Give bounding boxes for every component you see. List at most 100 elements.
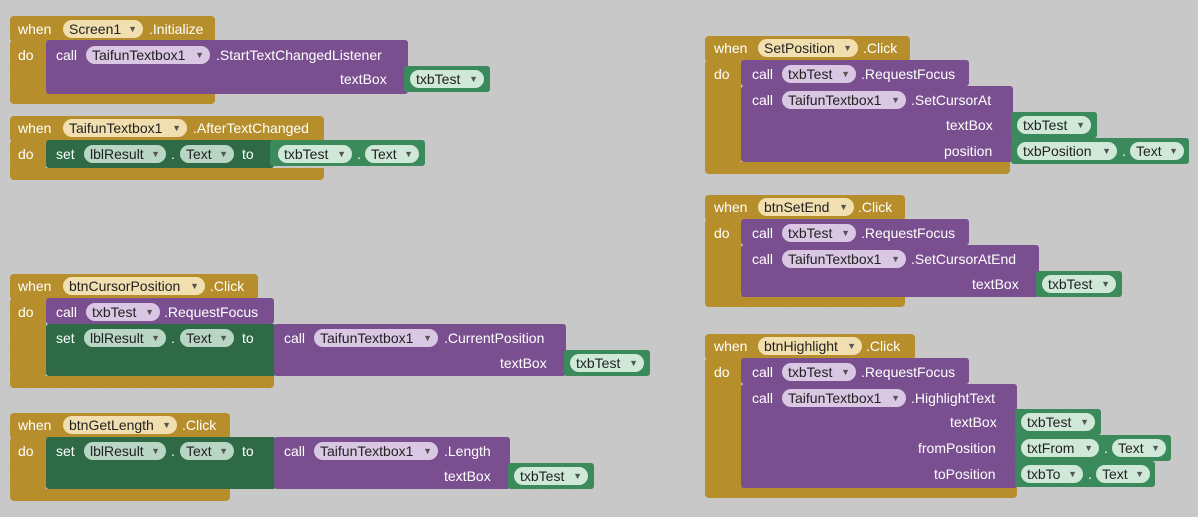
call-label: call [752, 390, 774, 406]
dropdown-arrow-icon: ▼ [1068, 469, 1077, 479]
call-block[interactable] [46, 298, 274, 324]
dropdown-arrow-icon: ▼ [839, 202, 848, 212]
component-dropdown[interactable]: txbTest▼ [514, 467, 588, 485]
event-name: .Click [858, 199, 893, 215]
component-dropdown[interactable]: txbTest▼ [570, 354, 644, 372]
component-dropdown[interactable]: SetPosition▼ [758, 39, 858, 57]
do-label: do [18, 146, 34, 162]
component-dropdown[interactable]: btnSetEnd▼ [758, 198, 854, 216]
dot-label: . [171, 330, 175, 346]
param-label: position [944, 143, 993, 159]
dropdown-arrow-icon: ▼ [1101, 279, 1110, 289]
dot-label: . [171, 146, 175, 162]
method-name: .Length [444, 443, 491, 459]
event-name: .AfterTextChanged [193, 120, 309, 136]
component-dropdown[interactable]: Screen1▼ [63, 20, 143, 38]
param-label: textBox [500, 355, 547, 371]
when-label: when [18, 278, 52, 294]
event-name: .Click [210, 278, 245, 294]
method-name: .CurrentPosition [444, 330, 545, 346]
dropdown-arrow-icon: ▼ [629, 358, 638, 368]
when-label: when [714, 199, 748, 215]
component-dropdown[interactable]: txbTest▼ [278, 145, 352, 163]
call-label: call [752, 92, 774, 108]
property-dropdown[interactable]: Text▼ [180, 442, 234, 460]
event-name: .Click [866, 338, 901, 354]
call-label: call [56, 304, 78, 320]
component-dropdown[interactable]: txbPosition▼ [1017, 142, 1117, 160]
dropdown-arrow-icon: ▼ [1151, 443, 1160, 453]
method-name: .RequestFocus [861, 225, 956, 241]
event-name: .Click [182, 417, 217, 433]
dropdown-arrow-icon: ▼ [891, 95, 900, 105]
method-name: .SetCursorAt [911, 92, 992, 108]
dropdown-arrow-icon: ▼ [423, 333, 432, 343]
call-label: call [752, 251, 774, 267]
dropdown-arrow-icon: ▼ [843, 43, 852, 53]
target-dropdown[interactable]: lblResult▼ [84, 442, 166, 460]
dropdown-arrow-icon: ▼ [145, 307, 154, 317]
dot-label: . [357, 146, 361, 162]
dropdown-arrow-icon: ▼ [847, 341, 856, 351]
component-dropdown[interactable]: txbTo▼ [1021, 465, 1083, 483]
when-label: when [18, 120, 52, 136]
component-dropdown[interactable]: txbTest▼ [782, 363, 856, 381]
dropdown-arrow-icon: ▼ [337, 149, 346, 159]
dropdown-arrow-icon: ▼ [1080, 417, 1089, 427]
component-dropdown[interactable]: TaifunTextbox1▼ [782, 250, 906, 268]
property-dropdown[interactable]: Text▼ [1130, 142, 1184, 160]
property-dropdown[interactable]: Text▼ [1096, 465, 1150, 483]
param-label: toPosition [934, 466, 996, 482]
dropdown-arrow-icon: ▼ [219, 333, 228, 343]
component-dropdown[interactable]: TaifunTextbox1▼ [63, 119, 187, 137]
dropdown-arrow-icon: ▼ [573, 471, 582, 481]
property-dropdown[interactable]: Text▼ [180, 145, 234, 163]
component-dropdown[interactable]: btnHighlight▼ [758, 337, 862, 355]
component-dropdown[interactable]: btnCursorPosition▼ [63, 277, 205, 295]
param-label: textBox [444, 468, 491, 484]
to-label: to [242, 443, 254, 459]
dropdown-arrow-icon: ▼ [841, 69, 850, 79]
dropdown-arrow-icon: ▼ [404, 149, 413, 159]
dropdown-arrow-icon: ▼ [841, 228, 850, 238]
component-dropdown[interactable]: txbTest▼ [782, 224, 856, 242]
component-dropdown[interactable]: txbTest▼ [782, 65, 856, 83]
dropdown-arrow-icon: ▼ [151, 446, 160, 456]
component-dropdown[interactable]: txbTest▼ [1017, 116, 1091, 134]
set-label: set [56, 443, 75, 459]
component-dropdown[interactable]: TaifunTextbox1▼ [86, 46, 210, 64]
set-label: set [56, 330, 75, 346]
dropdown-arrow-icon: ▼ [219, 446, 228, 456]
set-label: set [56, 146, 75, 162]
dropdown-arrow-icon: ▼ [151, 149, 160, 159]
component-dropdown[interactable]: btnGetLength▼ [63, 416, 177, 434]
event-name: .Click [863, 40, 898, 56]
when-label: when [714, 40, 748, 56]
component-dropdown[interactable]: TaifunTextbox1▼ [782, 389, 906, 407]
dropdown-arrow-icon: ▼ [219, 149, 228, 159]
component-dropdown[interactable]: txbTest▼ [1021, 413, 1095, 431]
property-dropdown[interactable]: Text▼ [365, 145, 419, 163]
property-dropdown[interactable]: Text▼ [1112, 439, 1166, 457]
call-label: call [752, 66, 774, 82]
to-label: to [242, 146, 254, 162]
component-dropdown[interactable]: txtFrom▼ [1021, 439, 1099, 457]
component-dropdown[interactable]: TaifunTextbox1▼ [314, 442, 438, 460]
property-dropdown[interactable]: Text▼ [180, 329, 234, 347]
dropdown-arrow-icon: ▼ [469, 74, 478, 84]
param-label: textBox [340, 71, 387, 87]
component-dropdown[interactable]: TaifunTextbox1▼ [314, 329, 438, 347]
component-dropdown[interactable]: txbTest▼ [1042, 275, 1116, 293]
dropdown-arrow-icon: ▼ [151, 333, 160, 343]
param-label: textBox [946, 117, 993, 133]
dot-label: . [1104, 440, 1108, 456]
target-dropdown[interactable]: lblResult▼ [84, 145, 166, 163]
when-label: when [18, 417, 52, 433]
component-dropdown[interactable]: txbTest▼ [86, 303, 160, 321]
param-label: textBox [972, 276, 1019, 292]
component-dropdown[interactable]: txbTest▼ [410, 70, 484, 88]
do-label: do [18, 304, 34, 320]
target-dropdown[interactable]: lblResult▼ [84, 329, 166, 347]
component-dropdown[interactable]: TaifunTextbox1▼ [782, 91, 906, 109]
dropdown-arrow-icon: ▼ [1135, 469, 1144, 479]
